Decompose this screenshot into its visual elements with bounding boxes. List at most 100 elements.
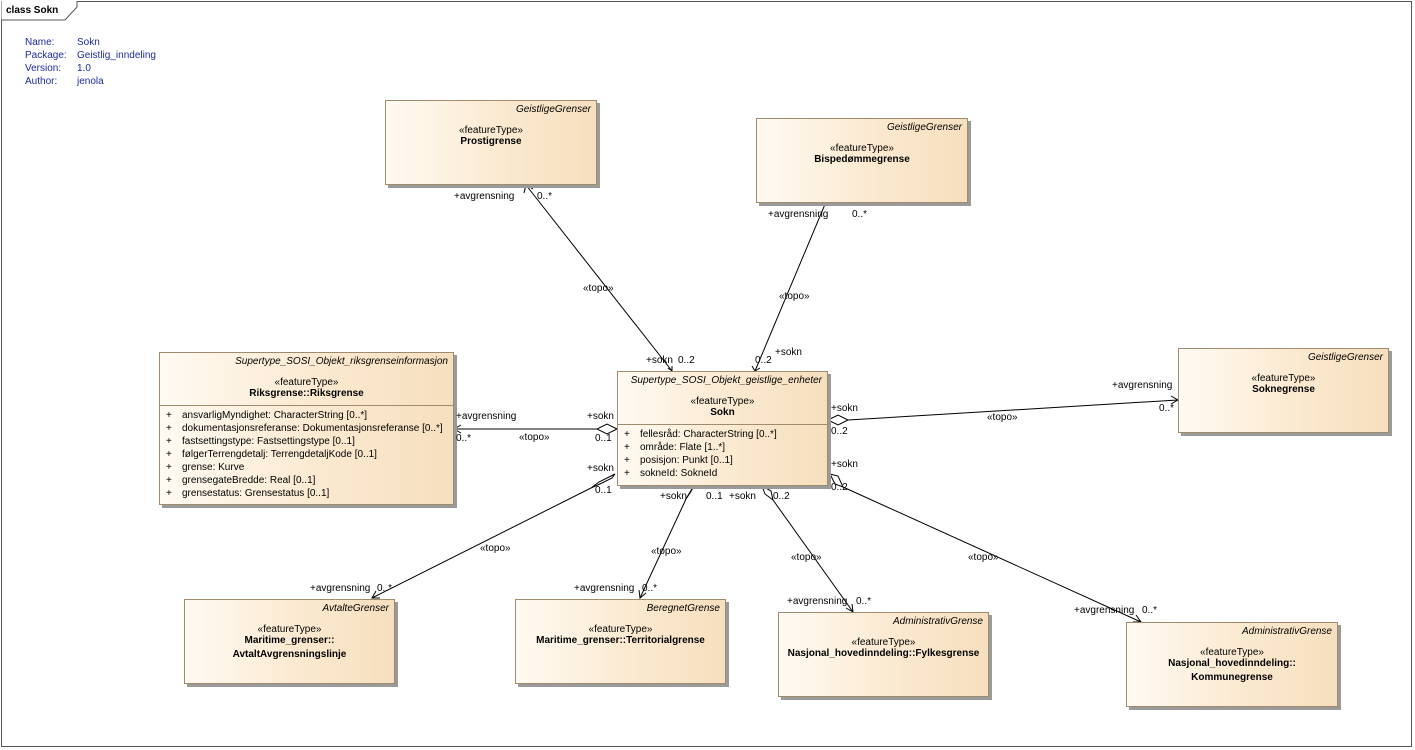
multiplicity-label: 0..1 — [706, 491, 723, 502]
stereotype-label-topo: «topo» — [791, 552, 822, 563]
stereotype-label-topo: «topo» — [480, 543, 511, 554]
association-line-soknegrense[interactable] — [847, 399, 1179, 421]
class-name: Prostigrense — [460, 136, 522, 147]
diagram-metadata: Name:Sokn Package:Geistlig_inndeling Ver… — [25, 36, 156, 88]
class-supertype: AdministrativGrense — [1241, 626, 1332, 637]
class-supertype: GeistligeGrenser — [886, 122, 962, 133]
multiplicity-label: 0..2 — [831, 482, 848, 493]
arrow-head — [371, 590, 380, 599]
role-label-sokn: +sokn — [660, 491, 687, 502]
arrow-head — [638, 589, 647, 599]
class-separator — [160, 405, 453, 406]
class-territorialgrense[interactable]: BeregnetGrense «featureType» Maritime_gr… — [515, 599, 726, 684]
class-supertype: AdministrativGrense — [892, 616, 983, 627]
arrow-head — [523, 184, 534, 194]
aggregation-diamond — [826, 414, 850, 426]
class-name: Sokn — [710, 407, 735, 418]
class-supertype: GeistligeGrenser — [1307, 352, 1383, 363]
class-stereotype: «featureType» — [257, 624, 322, 635]
role-label-avgrensning: +avgrensning — [454, 191, 515, 202]
attribute-row: +posisjon: Punkt [0..1] — [624, 455, 733, 466]
attribute-row: +grense: Kurve — [166, 462, 245, 473]
class-name: Nasjonal_hovedinndeling::Fylkesgrense — [787, 648, 980, 659]
arrow-head — [452, 424, 462, 434]
stereotype-label-topo: «topo» — [987, 412, 1018, 423]
multiplicity-label: 0..* — [537, 191, 553, 202]
class-name: Maritime_grenser::Territorialgrense — [536, 635, 705, 646]
meta-row-version: Version:1.0 — [25, 63, 91, 74]
stereotype-label-topo: «topo» — [583, 283, 614, 294]
stereotype-label-topo: «topo» — [519, 432, 550, 443]
multiplicity-label: 0..1 — [595, 433, 612, 444]
class-stereotype: «featureType» — [588, 624, 653, 635]
class-kommunegrense[interactable]: AdministrativGrense «featureType» Nasjon… — [1126, 622, 1338, 707]
attribute-row: +sokneId: SokneId — [624, 468, 718, 479]
class-separator — [618, 424, 827, 425]
role-label-avgrensning: +avgrensning — [1112, 380, 1173, 391]
class-name-line2: Kommunegrense — [1191, 672, 1273, 683]
attribute-row: +fellesråd: CharacterString [0..*] — [624, 429, 777, 440]
attribute-row: +område: Flate [1..*] — [624, 442, 726, 453]
class-stereotype: «featureType» — [1200, 647, 1264, 658]
role-label-sokn: +sokn — [775, 347, 802, 358]
multiplicity-label: 0..* — [852, 209, 868, 220]
meta-row-package: Package:Geistlig_inndeling — [25, 50, 156, 61]
aggregation-diamond — [685, 485, 695, 500]
class-supertype: Supertype_SOSI_Objekt_riksgrenseinformas… — [235, 356, 448, 367]
stereotype-label-topo: «topo» — [779, 291, 810, 302]
attribute-row: +grensestatus: Grensestatus [0..1] — [166, 488, 330, 499]
role-label-avgrensning: +avgrensning — [456, 411, 517, 422]
class-stereotype: «featureType» — [274, 377, 339, 388]
class-stereotype: «featureType» — [851, 637, 916, 648]
role-label-sokn: +sokn — [587, 463, 614, 474]
stereotype-label-topo: «topo» — [651, 546, 682, 557]
class-avtalt-avgrensningslinje[interactable]: AvtalteGrenser «featureType» Maritime_gr… — [184, 599, 395, 684]
multiplicity-label: 0..2 — [773, 491, 790, 502]
role-label-avgrensning: +avgrensning — [310, 583, 371, 594]
class-stereotype: «featureType» — [690, 396, 755, 407]
attribute-row: +dokumentasjonsreferanse: Dokumentasjons… — [166, 423, 443, 434]
association-line-territorial[interactable] — [639, 498, 687, 599]
role-label-sokn: +sokn — [587, 411, 614, 422]
class-sokn[interactable]: Supertype_SOSI_Objekt_geistlige_enheter … — [617, 371, 828, 486]
class-supertype: AvtalteGrenser — [322, 603, 389, 614]
association-line-kommunegrense[interactable] — [842, 486, 1142, 623]
frame-title-tab — [1, 1, 78, 21]
class-name-line1: Maritime_grenser:: — [244, 635, 335, 646]
role-label-avgrensning: +avgrensning — [574, 583, 635, 594]
class-name-line2: AvtaltAvgrensningslinje — [232, 649, 347, 660]
class-name: Soknegrense — [1252, 384, 1315, 395]
attribute-row: +grensegateBredde: Real [0..1] — [166, 475, 316, 486]
class-supertype: GeistligeGrenser — [515, 104, 591, 115]
association-line-avtalt[interactable] — [371, 487, 592, 599]
association-line-prostigrense[interactable] — [525, 184, 673, 372]
class-name-line1: Nasjonal_hovedinndeling:: — [1168, 658, 1296, 669]
multiplicity-label: 0..* — [1159, 403, 1175, 414]
role-label-avgrensning: +avgrensning — [768, 209, 829, 220]
meta-row-name: Name:Sokn — [25, 37, 100, 48]
aggregation-diamond — [829, 473, 844, 488]
role-label-sokn: +sokn — [729, 491, 756, 502]
class-soknegrense[interactable]: GeistligeGrenser «featureType» Soknegren… — [1178, 348, 1389, 433]
meta-row-author: Author:jenola — [25, 76, 104, 87]
multiplicity-label: 0..1 — [595, 485, 612, 496]
role-label-avgrensning: +avgrensning — [787, 596, 848, 607]
attribute-row: +følgerTerrengdetalj: TerrengdetaljKode … — [166, 449, 377, 460]
class-supertype: Supertype_SOSI_Objekt_geistlige_enheter — [630, 375, 822, 386]
class-prostigrense[interactable]: GeistligeGrenser «featureType» Prostigre… — [385, 100, 597, 185]
attribute-row: +fastsettingstype: Fastsettingstype [0..… — [166, 436, 355, 447]
multiplicity-label: 0..* — [377, 583, 393, 594]
attribute-row: +ansvarligMyndighet: CharacterString [0.… — [166, 410, 368, 421]
class-stereotype: «featureType» — [1251, 373, 1316, 384]
class-fylkesgrense[interactable]: AdministrativGrense «featureType» Nasjon… — [778, 612, 989, 697]
class-riksgrense[interactable]: Supertype_SOSI_Objekt_riksgrenseinformas… — [159, 352, 454, 505]
association-line-bispedommegrense[interactable] — [754, 189, 832, 372]
association-line-fylkesgrense[interactable] — [772, 499, 854, 613]
aggregation-diamond — [590, 473, 616, 489]
attribute-list: +fellesråd: CharacterString [0..*] +områ… — [618, 428, 827, 480]
class-name: Bispedømmegrense — [814, 154, 910, 165]
class-bispedommegrense[interactable]: GeistligeGrenser «featureType» Bispedømm… — [756, 118, 968, 203]
diagram-title: class Sokn — [6, 5, 59, 16]
multiplicity-label: 0..* — [642, 583, 658, 594]
aggregation-diamond — [761, 484, 774, 502]
